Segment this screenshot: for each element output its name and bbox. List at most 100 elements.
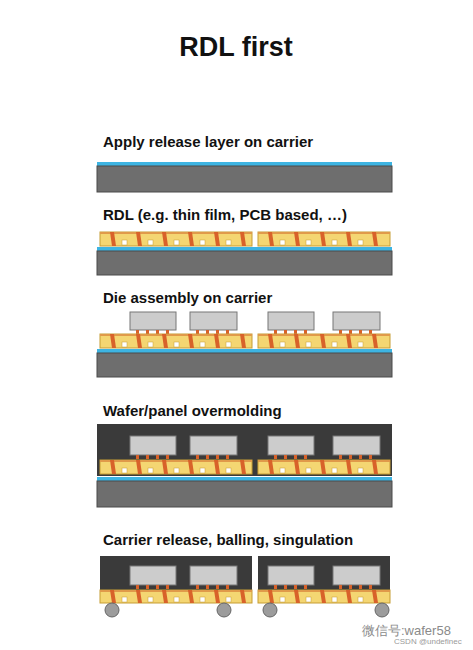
rdl-via [372,590,378,603]
rdl-pad [280,240,285,245]
rdl-pad [332,240,337,245]
rdl-via [294,334,300,348]
rdl-layer [100,590,252,603]
release-layer [97,477,392,481]
die-bump [339,585,342,589]
rdl-via [346,334,352,348]
die [268,436,314,455]
die-bump [156,330,159,334]
die [190,436,237,455]
step-label: RDL (e.g. thin film, PCB based, …) [103,206,347,223]
rdl-layer [100,334,252,348]
solder-ball [375,603,389,617]
rdl-via [294,232,300,246]
rdl-via [214,232,220,246]
die-bump [156,455,159,459]
rdl-via [162,232,168,246]
rdl-via [268,590,274,603]
solder-ball [263,603,277,617]
rdl-pad [200,468,205,473]
die-bump [196,330,199,334]
die-bump [359,330,362,334]
die-bump [216,330,219,334]
rdl-via [240,232,246,246]
die-bump [304,585,307,589]
rdl-via [372,232,378,246]
rdl-pad [226,468,231,473]
carrier [97,481,392,507]
rdl-pad [358,597,363,602]
die-bump [369,585,372,589]
rdl-pad [122,597,127,602]
rdl-via [214,334,220,348]
rdl-pad [122,342,127,347]
die-bump [294,330,297,334]
watermark: CSDN @undefinec [394,637,462,646]
die-bump [339,330,342,334]
release-layer [97,162,392,166]
die-bump [274,585,277,589]
carrier [97,166,392,192]
rdl-layer [258,334,390,348]
die-bump [369,330,372,334]
rdl-via [268,460,274,474]
rdl-via [372,460,378,474]
rdl-pad [200,342,205,347]
rdl-via [136,334,142,348]
die-bump [216,585,219,589]
step-label: Wafer/panel overmolding [103,402,282,419]
rdl-pad [280,597,285,602]
rdl-pad [332,468,337,473]
rdl-layer [100,232,252,246]
die-bump [136,585,139,589]
rdl-pad [200,597,205,602]
die [190,566,237,585]
solder-ball [217,603,231,617]
rdl-via [136,460,142,474]
rdl-via [162,334,168,348]
rdl-via [268,334,274,348]
die [130,566,176,585]
die [333,566,380,585]
rdl-pad [200,240,205,245]
rdl-pad [306,597,311,602]
rdl-pad [174,468,179,473]
mold-compound [100,556,252,596]
rdl-via [294,590,300,603]
rdl-via [162,590,168,603]
rdl-pad [148,468,153,473]
rdl-via [240,590,246,603]
die [130,436,176,455]
step-label: Apply release layer on carrier [103,133,313,150]
rdl-top-metal [100,334,252,336]
die-bump [166,585,169,589]
die-bump [226,585,229,589]
rdl-via [136,232,142,246]
die-bump [369,455,372,459]
mold-compound [97,424,392,476]
die-bump [146,455,149,459]
rdl-via [294,460,300,474]
die-bump [359,455,362,459]
rdl-pad [174,240,179,245]
rdl-layer [100,460,252,474]
release-layer [97,349,392,353]
die-bump [136,330,139,334]
rdl-via [188,460,194,474]
die-bump [284,455,287,459]
die-bump [294,455,297,459]
die-bump [349,455,352,459]
rdl-via [110,460,116,474]
rdl-via [188,232,194,246]
die [333,436,380,455]
rdl-top-metal [100,460,252,462]
rdl-pad [332,342,337,347]
die-bump [349,330,352,334]
die-bump [166,455,169,459]
rdl-pad [358,240,363,245]
rdl-pad [226,597,231,602]
die-bump [146,330,149,334]
diagram-title: RDL first [179,32,293,63]
rdl-via [110,334,116,348]
